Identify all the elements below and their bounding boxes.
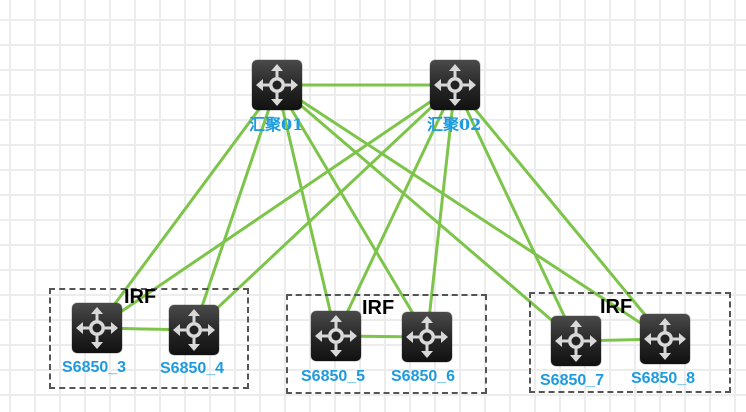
switch-node-s5[interactable] — [311, 311, 361, 361]
switch-node-s8[interactable] — [640, 314, 690, 364]
irf-group-2[interactable] — [286, 294, 487, 394]
switch-arrows-icon — [406, 316, 448, 358]
switch-node-s7[interactable] — [551, 316, 601, 366]
irf-group-3[interactable] — [529, 292, 731, 393]
node-label: 汇聚01 — [249, 115, 304, 134]
link-core2-s7[interactable] — [453, 84, 578, 342]
node-label: S6850_8 — [631, 370, 696, 387]
node-label: S6850_6 — [391, 368, 456, 385]
switch-arrows-icon — [555, 320, 597, 362]
irf-label: IRF — [362, 297, 395, 319]
node-label: S6850_4 — [160, 360, 225, 377]
link-core1-s7[interactable] — [276, 83, 577, 343]
switch-node-core1[interactable] — [252, 60, 302, 110]
switch-arrows-icon — [434, 64, 476, 106]
switch-arrows-icon — [644, 318, 686, 360]
node-label: S6850_5 — [301, 368, 366, 385]
switch-node-s6[interactable] — [402, 312, 452, 362]
link-core2-s8[interactable] — [453, 84, 667, 340]
switch-arrows-icon — [256, 64, 298, 106]
irf-group-1[interactable] — [49, 288, 249, 389]
switch-arrows-icon — [76, 307, 118, 349]
link-core1-s3[interactable] — [95, 84, 279, 329]
node-label: S6850_3 — [62, 359, 127, 376]
irf-label: IRF — [124, 286, 157, 308]
node-label: 汇聚02 — [427, 115, 482, 134]
switch-node-core2[interactable] — [430, 60, 480, 110]
link-core1-s8[interactable] — [276, 83, 666, 341]
node-label: S6850_7 — [540, 372, 605, 389]
switch-node-s3[interactable] — [72, 303, 122, 353]
link-core2-s3[interactable] — [96, 83, 456, 330]
switch-arrows-icon — [315, 315, 357, 357]
switch-node-s4[interactable] — [169, 305, 219, 355]
switch-arrows-icon — [173, 309, 215, 351]
irf-label: IRF — [600, 296, 633, 318]
